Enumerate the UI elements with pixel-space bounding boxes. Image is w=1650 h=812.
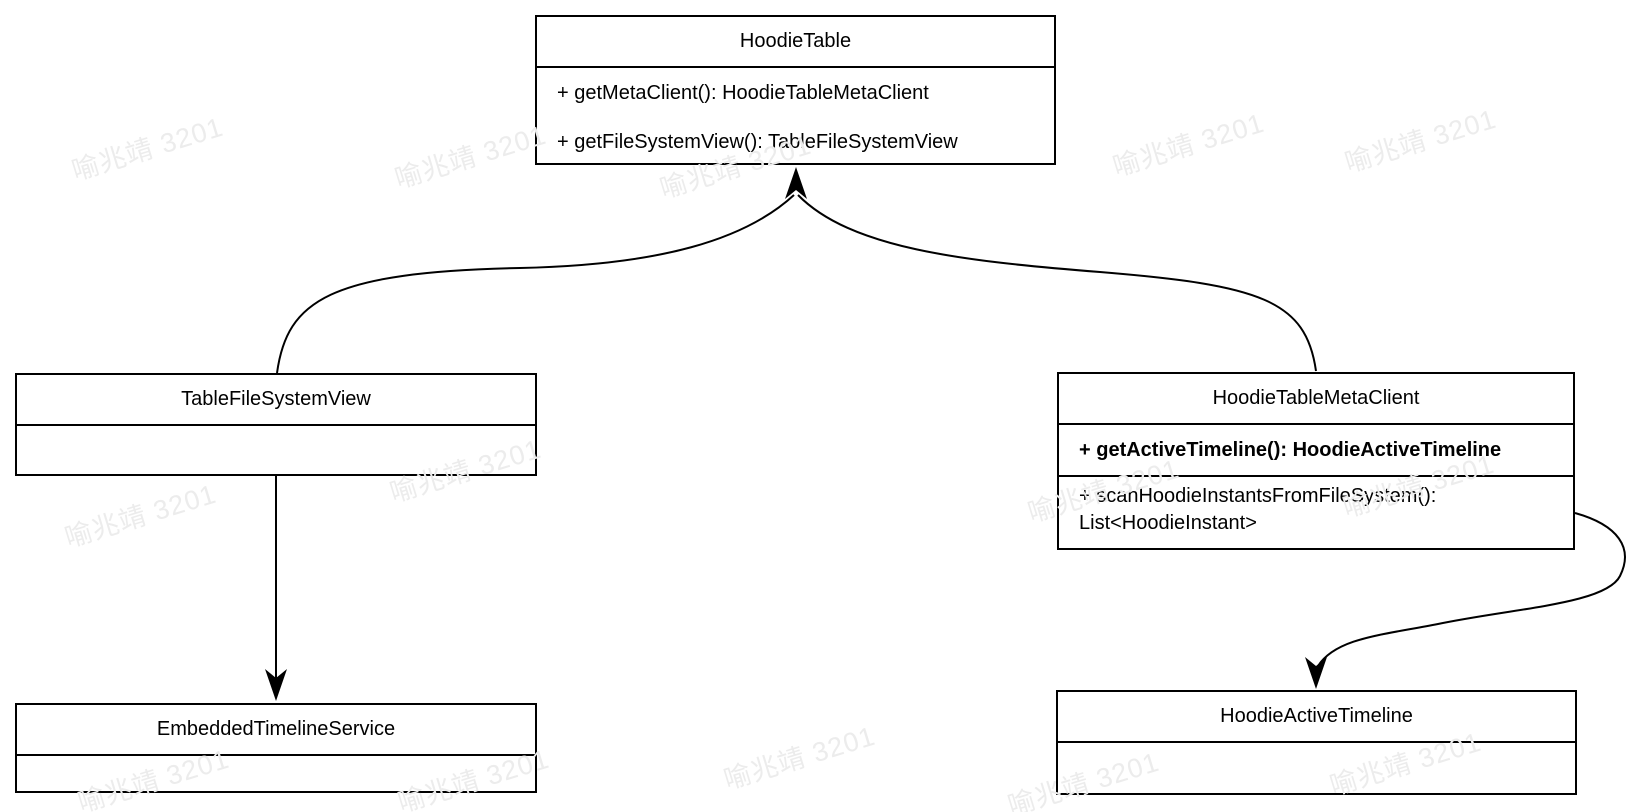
class-embeddedtimelineservice-title: EmbeddedTimelineService [17, 705, 535, 756]
arrowhead-into-hoodieactivetimeline-icon [1305, 657, 1327, 689]
class-hoodieactivetimeline[interactable]: HoodieActiveTimeline [1056, 690, 1577, 795]
class-hoodietable-methods: + getMetaClient(): HoodieTableMetaClient… [537, 68, 1054, 167]
edge-tablefilesystemview-to-hoodietable[interactable] [276, 194, 795, 374]
method-getmetaclient: + getMetaClient(): HoodieTableMetaClient [557, 82, 929, 104]
method-scanhoodieinstantsfromfilesystem: + scanHoodieInstantsFromFileSystem(): Li… [1079, 485, 1437, 534]
arrowhead-into-hoodietable-icon [785, 167, 807, 199]
class-hoodieactivetimeline-title: HoodieActiveTimeline [1058, 692, 1575, 743]
edge-hoodietablemetaclient-to-hoodieactivetimeline[interactable] [1317, 512, 1626, 667]
class-tablefilesystemview[interactable]: TableFileSystemView [15, 373, 537, 476]
method-getactivetimeline: + getActiveTimeline(): HoodieActiveTimel… [1059, 425, 1573, 477]
class-hoodietable-title: HoodieTable [537, 17, 1054, 68]
class-embeddedtimelineservice[interactable]: EmbeddedTimelineService [15, 703, 537, 793]
class-tablefilesystemview-title: TableFileSystemView [17, 375, 535, 426]
class-hoodietablemetaclient-title: HoodieTableMetaClient [1059, 374, 1573, 425]
method-getfilesystemview: + getFileSystemView(): TableFileSystemVi… [557, 131, 958, 153]
edge-hoodietablemetaclient-to-hoodietable[interactable] [797, 194, 1317, 372]
class-hoodietablemetaclient[interactable]: HoodieTableMetaClient + getActiveTimelin… [1057, 372, 1575, 550]
arrowhead-into-embeddedtimelineservice-icon [265, 669, 287, 701]
class-hoodietable[interactable]: HoodieTable + getMetaClient(): HoodieTab… [535, 15, 1056, 165]
